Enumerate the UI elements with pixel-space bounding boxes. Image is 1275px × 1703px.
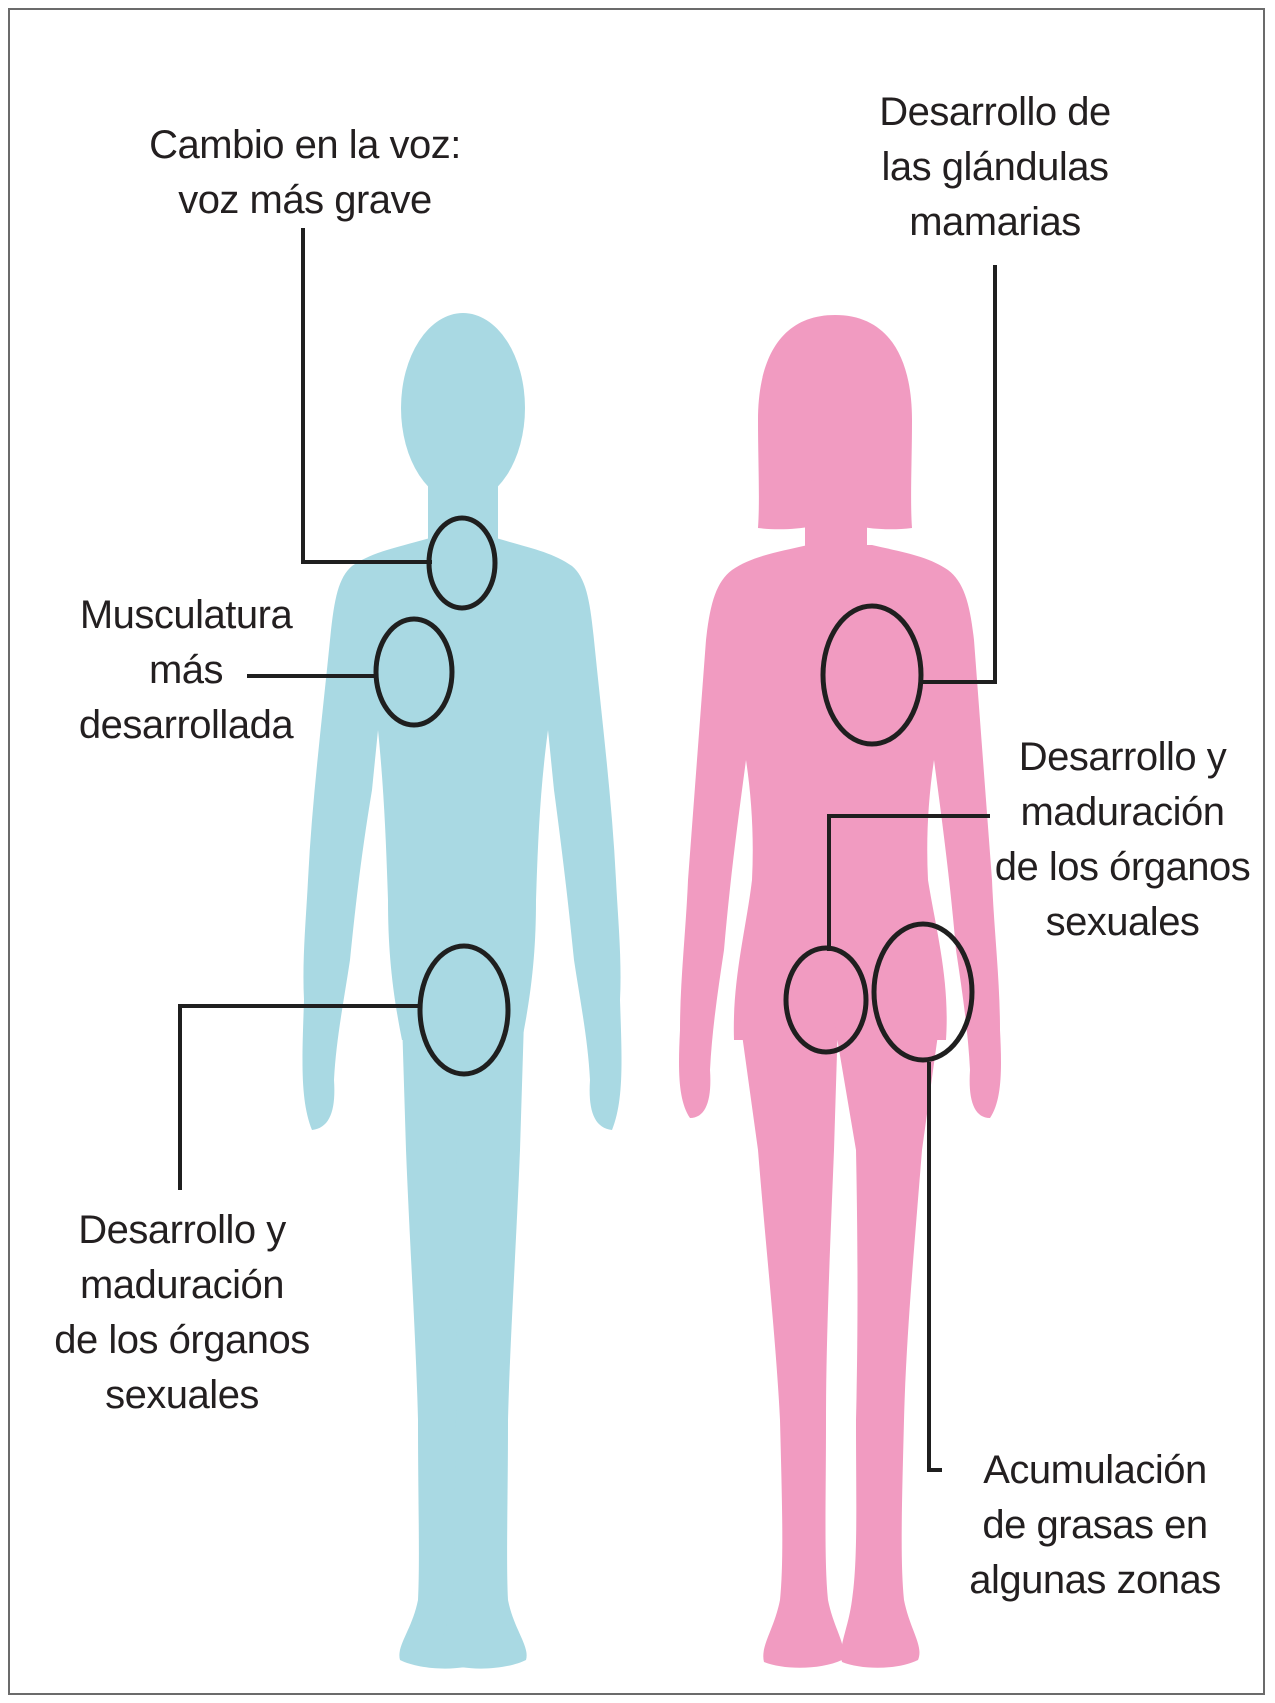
label-line: Cambio en la voz: bbox=[140, 118, 470, 173]
label-male-sexual-organs: Desarrollo y maduración de los órganos s… bbox=[52, 1203, 312, 1423]
label-line: desarrollada bbox=[66, 698, 306, 753]
label-line: las glándulas bbox=[870, 140, 1120, 195]
label-mammary-glands: Desarrollo de las glándulas mamarias bbox=[870, 85, 1120, 250]
label-line: sexuales bbox=[990, 895, 1255, 950]
label-line: de grasas en bbox=[955, 1498, 1235, 1553]
label-line: sexuales bbox=[52, 1368, 312, 1423]
label-muscles: Musculatura más desarrollada bbox=[66, 588, 306, 753]
label-voice-change: Cambio en la voz: voz más grave bbox=[140, 118, 470, 228]
label-fat-accumulation: Acumulación de grasas en algunas zonas bbox=[955, 1443, 1235, 1608]
label-line: algunas zonas bbox=[955, 1553, 1235, 1608]
female-silhouette bbox=[679, 315, 1001, 1668]
label-line: Acumulación bbox=[955, 1443, 1235, 1498]
label-line: voz más grave bbox=[140, 173, 470, 228]
male-sexual-callout-line bbox=[180, 1006, 418, 1190]
label-line: más bbox=[66, 643, 306, 698]
label-line: Desarrollo de bbox=[870, 85, 1120, 140]
label-line: de los órganos bbox=[52, 1313, 312, 1368]
fat-callout-line bbox=[929, 1062, 942, 1470]
label-line: maduración bbox=[52, 1258, 312, 1313]
label-line: Musculatura bbox=[66, 588, 306, 643]
label-line: Desarrollo y bbox=[52, 1203, 312, 1258]
label-line: mamarias bbox=[870, 195, 1120, 250]
label-line: maduración bbox=[990, 785, 1255, 840]
label-line: de los órganos bbox=[990, 840, 1255, 895]
label-female-sexual-organs: Desarrollo y maduración de los órganos s… bbox=[990, 730, 1255, 950]
label-line: Desarrollo y bbox=[990, 730, 1255, 785]
